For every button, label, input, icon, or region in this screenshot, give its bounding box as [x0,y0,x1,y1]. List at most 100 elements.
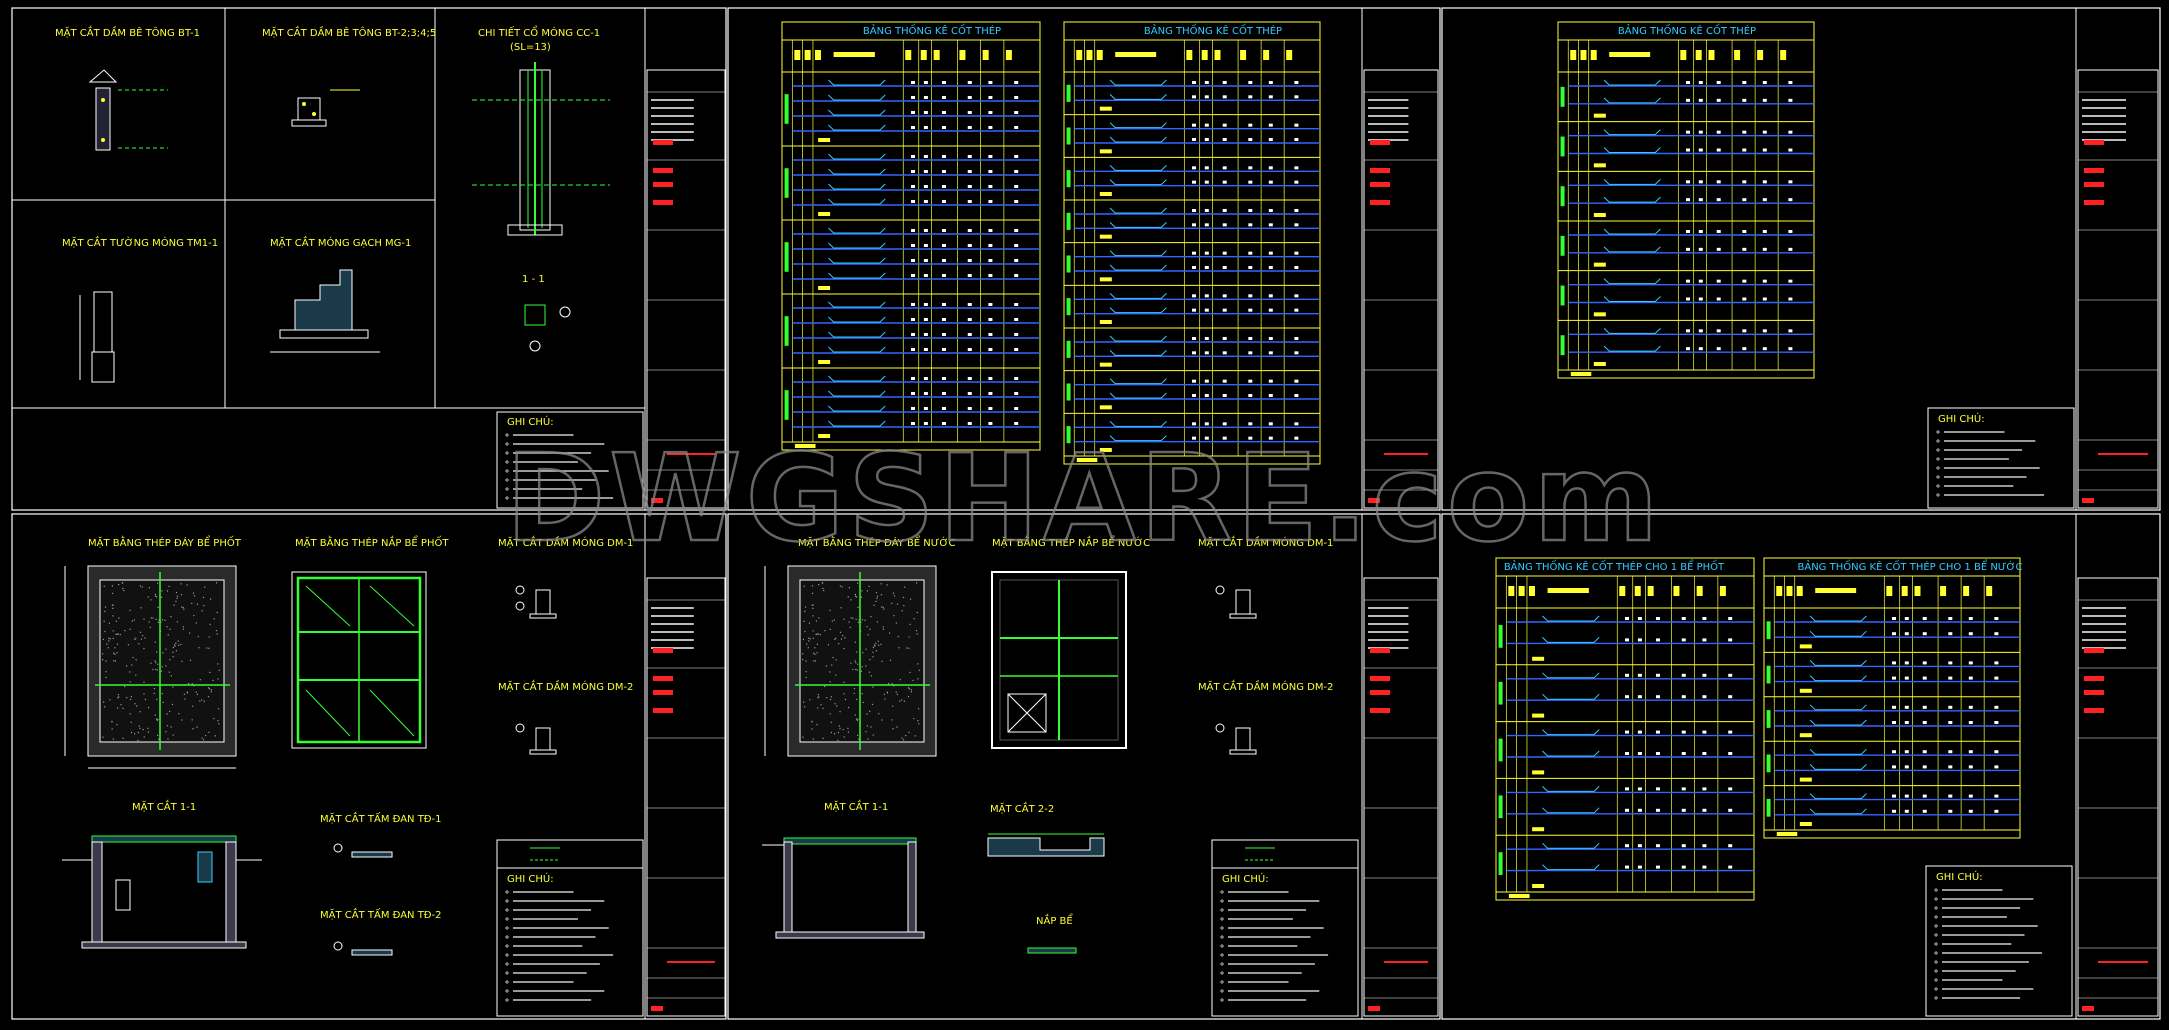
rebar-table-septic [1495,557,1755,901]
title-block [646,69,726,509]
svg-text:✛: ✛ [505,440,509,448]
svg-text:✛: ✛ [1220,942,1224,950]
svg-text:✛: ✛ [505,449,509,457]
beam-dm-sections [1215,585,1257,755]
beam-bt1-section [88,69,168,151]
sheet-2-frame [727,7,1441,511]
column-section-1-1 [524,304,571,352]
svg-text:✛: ✛ [505,924,509,932]
sheet-1: MẶT CẮT DẦM BÊ TÔNG BT-1 MẶT CẮT DẦM BÊ … [12,8,646,510]
table-title-c: BẢNG THỐNG KÊ CỐT THÉP [1618,23,1756,37]
svg-text:✛: ✛ [1220,897,1224,905]
svg-text:✛: ✛ [1934,913,1938,921]
detail-title-dm2: MẶT CẮT DẦM MÓNG DM-2 [498,679,633,693]
svg-text:✛: ✛ [505,960,509,968]
svg-text:✛: ✛ [1936,428,1940,436]
title-block [1363,577,1439,1017]
svg-text:✛: ✛ [505,987,509,995]
detail-title-td1: MẶT CẮT TẤM ĐAN TĐ-1 [320,811,442,825]
sheet-3: BẢNG THỐNG KÊ CỐT THÉP GHI CHÚ: ✛✛✛✛✛✛✛✛ [1557,8,2077,510]
svg-text:✛: ✛ [505,996,509,1004]
svg-text:✛: ✛ [505,978,509,986]
scale-note: (SL=13) [510,42,551,53]
svg-text:✛: ✛ [1934,985,1938,993]
svg-text:✛: ✛ [505,915,509,923]
svg-text:✛: ✛ [1936,437,1940,445]
table-title-septic: BẢNG THỐNG KÊ CỐT THÉP CHO 1 BỂ PHỐT [1504,559,1725,573]
sheet-6: BẢNG THỐNG KÊ CỐT THÉP CHO 1 BỂ PHỐT BẢN… [1495,514,2077,1019]
sheet-6-frame [1441,513,2161,1020]
table-title-water: BẢNG THỐNG KÊ CỐT THÉP CHO 1 BỂ NƯỚC [1798,559,2023,573]
notes-lines: ✛✛✛✛✛✛✛✛✛✛✛✛✛ [1220,888,1329,1004]
svg-text:✛: ✛ [1936,491,1940,499]
sheet-2: BẢNG THỐNG KÊ CỐT THÉP BẢNG THỐNG KÊ CỐT… [781,8,1363,510]
notes-box [1927,407,2075,509]
notes-title: GHI CHÚ: [1222,872,1269,885]
detail-title-lid: NẮP BỂ [1036,913,1073,927]
detail-title-dm1: MẶT CẮT DẦM MÓNG DM-1 [498,535,633,549]
notes-lines: ✛✛✛✛✛✛✛✛ [1936,428,2045,499]
title-blocks [646,69,2159,1017]
svg-text:✛: ✛ [1220,969,1224,977]
rebar-table-c [1557,21,1815,379]
sheet-1-frame [11,7,727,511]
svg-text:✛: ✛ [1934,922,1938,930]
svg-text:✛: ✛ [505,467,509,475]
legend-box [496,839,644,869]
beam-dm-sections [515,585,557,755]
notes-lines: ✛✛✛✛✛✛✛✛✛✛✛✛✛ [505,888,614,1004]
svg-text:✛: ✛ [1934,895,1938,903]
table-title-b: BẢNG THỐNG KÊ CỐT THÉP [1144,23,1282,37]
water-cover-slab-plan [991,571,1127,749]
slab-td-sections [333,843,393,956]
svg-text:✛: ✛ [1220,933,1224,941]
detail-title-dm1: MẶT CẮT DẦM MÓNG DM-1 [1198,535,1333,549]
water-bottom-slab-plan [764,565,937,757]
svg-text:✛: ✛ [1220,987,1224,995]
watermark-text: DWGSHARE.com [506,430,1663,569]
wall-tm1-section [79,291,115,383]
svg-text:✛: ✛ [1934,886,1938,894]
septic-section-1-1 [62,835,262,949]
svg-text:✛: ✛ [505,888,509,896]
svg-text:✛: ✛ [1220,888,1224,896]
beam-bt2-section [291,89,360,127]
table-title-a: BẢNG THỐNG KÊ CỐT THÉP [863,23,1001,37]
svg-text:✛: ✛ [1934,967,1938,975]
notes-title: GHI CHÚ: [507,872,554,885]
svg-text:✛: ✛ [505,897,509,905]
svg-text:✛: ✛ [505,458,509,466]
rebar-table-water [1763,557,2021,839]
notes-box [1925,865,2073,1017]
detail-title-water-cover: MẶT BẰNG THÉP NẮP BỂ NƯỚC [992,535,1150,549]
svg-text:✛: ✛ [1936,464,1940,472]
title-block [2077,69,2159,509]
detail-title-mg1: MẶT CẮT MÓNG GẠCH MG-1 [270,235,411,249]
svg-text:✛: ✛ [505,485,509,493]
svg-text:✛: ✛ [1936,455,1940,463]
column-cc1-detail [472,62,610,236]
notes-lines: ✛✛✛✛✛✛✛✛ [505,431,614,502]
water-section-2-2 [987,833,1105,954]
svg-text:✛: ✛ [505,476,509,484]
svg-text:✛: ✛ [1220,996,1224,1004]
svg-text:✛: ✛ [505,431,509,439]
svg-text:✛: ✛ [1220,978,1224,986]
notes-box [1211,867,1359,1017]
detail-title-bt2: MẶT CẮT DẦM BÊ TÔNG BT-2;3;4;5 [262,25,436,39]
svg-text:✛: ✛ [1936,482,1940,490]
detail-title-water-bottom: MẶT BẰNG THÉP ĐÁY BỂ NƯỚC [798,535,955,549]
svg-text:✛: ✛ [1934,931,1938,939]
septic-bottom-slab-plan [64,565,237,769]
detail-title-cc1: CHI TIẾT CỔ MÓNG CC-1 [478,24,600,39]
notes-title: GHI CHÚ: [507,415,554,428]
rebar-table-a [781,21,1041,451]
svg-text:✛: ✛ [505,933,509,941]
notes-title: GHI CHÚ: [1938,412,1985,425]
sheet-5-frame [727,513,1441,1020]
svg-text:✛: ✛ [1934,976,1938,984]
title-block [646,577,726,1017]
svg-text:✛: ✛ [1936,473,1940,481]
svg-text:✛: ✛ [1934,949,1938,957]
